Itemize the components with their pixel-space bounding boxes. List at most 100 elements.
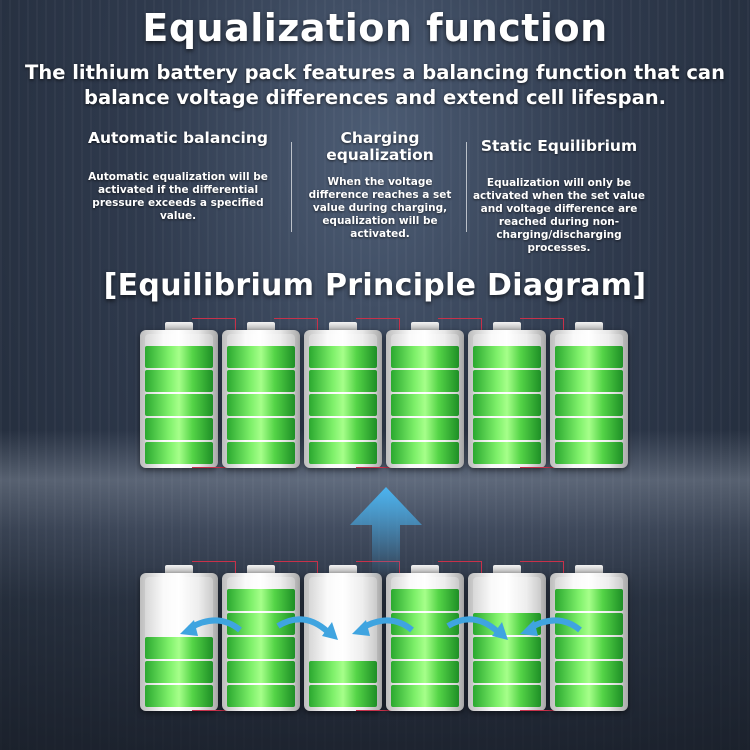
charge-segment [145, 637, 213, 659]
charge-segment [473, 442, 541, 464]
battery-body [386, 573, 464, 711]
battery-cell [140, 565, 218, 711]
charge-segment [309, 418, 377, 440]
battery-body [386, 330, 464, 468]
charge-segment [145, 346, 213, 368]
battery-terminal [329, 565, 357, 573]
battery-body [304, 330, 382, 468]
charge-segment [145, 370, 213, 392]
charge-segment [555, 613, 623, 635]
battery-terminal [575, 322, 603, 330]
battery-body [140, 573, 218, 711]
battery-terminal [411, 565, 439, 573]
charge-segment [473, 346, 541, 368]
charge-segment [391, 589, 459, 611]
battery-terminal [575, 565, 603, 573]
feature-charging-equalization: Charging equalization When the voltage d… [296, 128, 464, 241]
charge-segment [555, 442, 623, 464]
charge-segment [555, 394, 623, 416]
battery-body [222, 573, 300, 711]
battery-cell [468, 322, 546, 468]
charge-segment [473, 394, 541, 416]
charge-segment [227, 442, 295, 464]
divider [291, 142, 292, 232]
feature-description: Automatic equalization will be activated… [88, 171, 268, 222]
curved-swap-arrow-icon [352, 617, 414, 636]
battery-terminal [247, 565, 275, 573]
charge-segment [145, 418, 213, 440]
charge-segment [227, 346, 295, 368]
battery-body [222, 330, 300, 468]
battery-body [304, 573, 382, 711]
battery-cell [222, 565, 300, 711]
feature-title: Static Equilibrium [480, 137, 638, 155]
charge-segment [391, 370, 459, 392]
charge-segment [227, 613, 295, 635]
charge-segment [391, 418, 459, 440]
charge-segment [555, 685, 623, 707]
curved-swap-arrow-icon [520, 617, 582, 636]
battery-terminal [247, 322, 275, 330]
feature-title: Charging equalization [326, 129, 434, 164]
charge-segment [227, 637, 295, 659]
charge-segment [227, 418, 295, 440]
charge-segment [309, 661, 377, 683]
battery-body [468, 573, 546, 711]
battery-cell [386, 565, 464, 711]
charge-segment [227, 394, 295, 416]
charge-segment [145, 394, 213, 416]
charge-segment [309, 442, 377, 464]
battery-cell [304, 322, 382, 468]
charge-segment [555, 346, 623, 368]
charge-segment [227, 370, 295, 392]
charge-segment [555, 637, 623, 659]
charge-segment [145, 442, 213, 464]
battery-terminal [165, 565, 193, 573]
charge-segment [555, 370, 623, 392]
battery-cell [304, 565, 382, 711]
charge-segment [473, 418, 541, 440]
battery-cell [468, 565, 546, 711]
charge-segment [555, 418, 623, 440]
charge-segment [309, 370, 377, 392]
charge-segment [391, 685, 459, 707]
charge-segment [555, 589, 623, 611]
up-arrow-icon [350, 487, 422, 577]
charge-segment [309, 685, 377, 707]
charge-segment [473, 613, 541, 635]
battery-terminal [493, 565, 521, 573]
feature-title: Automatic balancing [88, 129, 268, 147]
feature-static-equilibrium: Static Equilibrium Equalization will onl… [470, 128, 648, 255]
charge-segment [473, 637, 541, 659]
battery-terminal [493, 322, 521, 330]
charge-segment [391, 637, 459, 659]
curved-swap-arrow-icon [446, 616, 508, 640]
battery-terminal [329, 322, 357, 330]
battery-body [550, 330, 628, 468]
page-title: Equalization function [142, 6, 608, 50]
charge-segment [391, 394, 459, 416]
charge-segment [309, 394, 377, 416]
diagram-title: [Equilibrium Principle Diagram] [103, 268, 647, 303]
battery-cell [386, 322, 464, 468]
charge-segment [473, 370, 541, 392]
battery-body [140, 330, 218, 468]
battery-terminal [411, 322, 439, 330]
charge-segment [473, 685, 541, 707]
battery-terminal [165, 322, 193, 330]
battery-cell [222, 322, 300, 468]
curved-swap-arrow-icon [276, 616, 338, 640]
charge-segment [145, 685, 213, 707]
charge-segment [227, 685, 295, 707]
battery-cell [140, 322, 218, 468]
charge-segment [473, 661, 541, 683]
charge-segment [391, 661, 459, 683]
divider [466, 142, 467, 232]
battery-body [550, 573, 628, 711]
battery-cell [550, 565, 628, 711]
feature-automatic-balancing: Automatic balancing Automatic equalizati… [78, 128, 278, 223]
charge-segment [145, 661, 213, 683]
charge-segment [555, 661, 623, 683]
charge-segment [309, 346, 377, 368]
feature-description: When the voltage difference reaches a se… [308, 176, 452, 240]
